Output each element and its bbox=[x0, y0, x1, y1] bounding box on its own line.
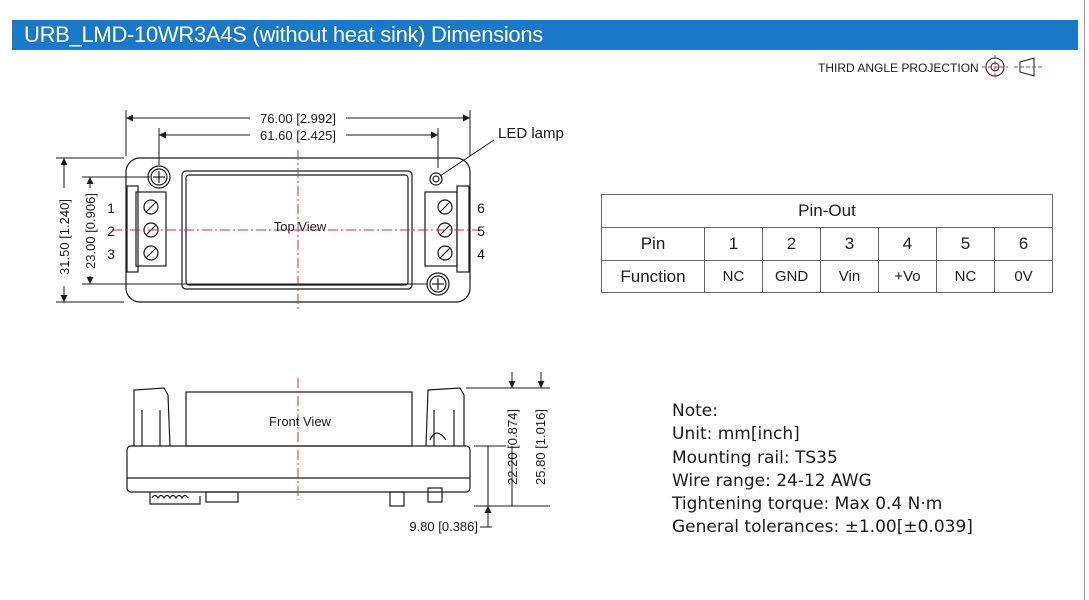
pin-function-2: GND bbox=[762, 260, 821, 293]
dim-rail-offset: 9.80 [0.386] bbox=[409, 519, 478, 534]
pin-number-5: 5 bbox=[936, 227, 995, 261]
pin-label-5: 5 bbox=[477, 223, 485, 239]
dim-overall-width: 76.00 [2.992] bbox=[260, 111, 336, 126]
dim-hole-spacing: 61.60 [2.425] bbox=[260, 128, 336, 143]
led-lamp-label: LED lamp bbox=[498, 125, 564, 142]
dim-overall-height: 31.50 [1.240] bbox=[57, 199, 72, 275]
pin-number-6: 6 bbox=[994, 227, 1053, 261]
pin-label-2: 2 bbox=[107, 223, 115, 239]
pin-number-2: 2 bbox=[762, 227, 821, 261]
pin-function-3: Vin bbox=[820, 260, 879, 293]
pin-function-4: +Vo bbox=[878, 260, 937, 293]
pin-number-3: 3 bbox=[820, 227, 879, 261]
pin-label-6: 6 bbox=[477, 200, 485, 216]
note-line-rail: Mounting rail: TS35 bbox=[672, 447, 838, 468]
pin-label-1: 1 bbox=[107, 200, 115, 216]
front-view-label: Front View bbox=[269, 414, 332, 429]
pin-number-1: 1 bbox=[704, 227, 763, 261]
projection-symbol-icon bbox=[982, 55, 1044, 79]
pin-label-4: 4 bbox=[477, 246, 485, 262]
title-bar: URB_LMD-10WR3A4S (without heat sink) Dim… bbox=[12, 20, 1078, 50]
dim-height-body: 22.20 [0.874] bbox=[505, 409, 520, 485]
notes-block: Note: Unit: mm[inch] Mounting rail: TS35… bbox=[672, 400, 973, 540]
pin-function-1: NC bbox=[704, 260, 763, 293]
function-row-header: Function bbox=[601, 260, 705, 293]
pin-label-3: 3 bbox=[107, 246, 115, 262]
notes-heading: Note: bbox=[672, 401, 718, 421]
pin-number-4: 4 bbox=[878, 227, 937, 261]
note-line-wire: Wire range: 24-12 AWG bbox=[672, 470, 872, 491]
note-line-unit: Unit: mm[inch] bbox=[672, 424, 800, 445]
top-view-label: Top View bbox=[274, 219, 327, 234]
pin-function-5: NC bbox=[936, 260, 995, 293]
pin-row-header: Pin bbox=[601, 227, 705, 261]
pin-function-6: 0V bbox=[994, 260, 1053, 293]
pinout-caption: Pin-Out bbox=[601, 194, 1053, 228]
pinout-table: Pin-Out Pin 1 2 3 4 5 6 Function NC GND … bbox=[601, 194, 1053, 293]
dim-height-total: 25.80 [1.016] bbox=[533, 409, 548, 485]
projection-label: THIRD ANGLE PROJECTION bbox=[818, 61, 979, 75]
page-right-rule bbox=[1084, 0, 1085, 600]
page-title: URB_LMD-10WR3A4S (without heat sink) Dim… bbox=[24, 22, 543, 47]
note-line-tolerance: General tolerances: ±1.00[±0.039] bbox=[672, 517, 973, 538]
note-line-torque: Tightening torque: Max 0.4 N·m bbox=[672, 494, 943, 515]
dim-body-height: 23.00 [0.906] bbox=[83, 193, 98, 269]
